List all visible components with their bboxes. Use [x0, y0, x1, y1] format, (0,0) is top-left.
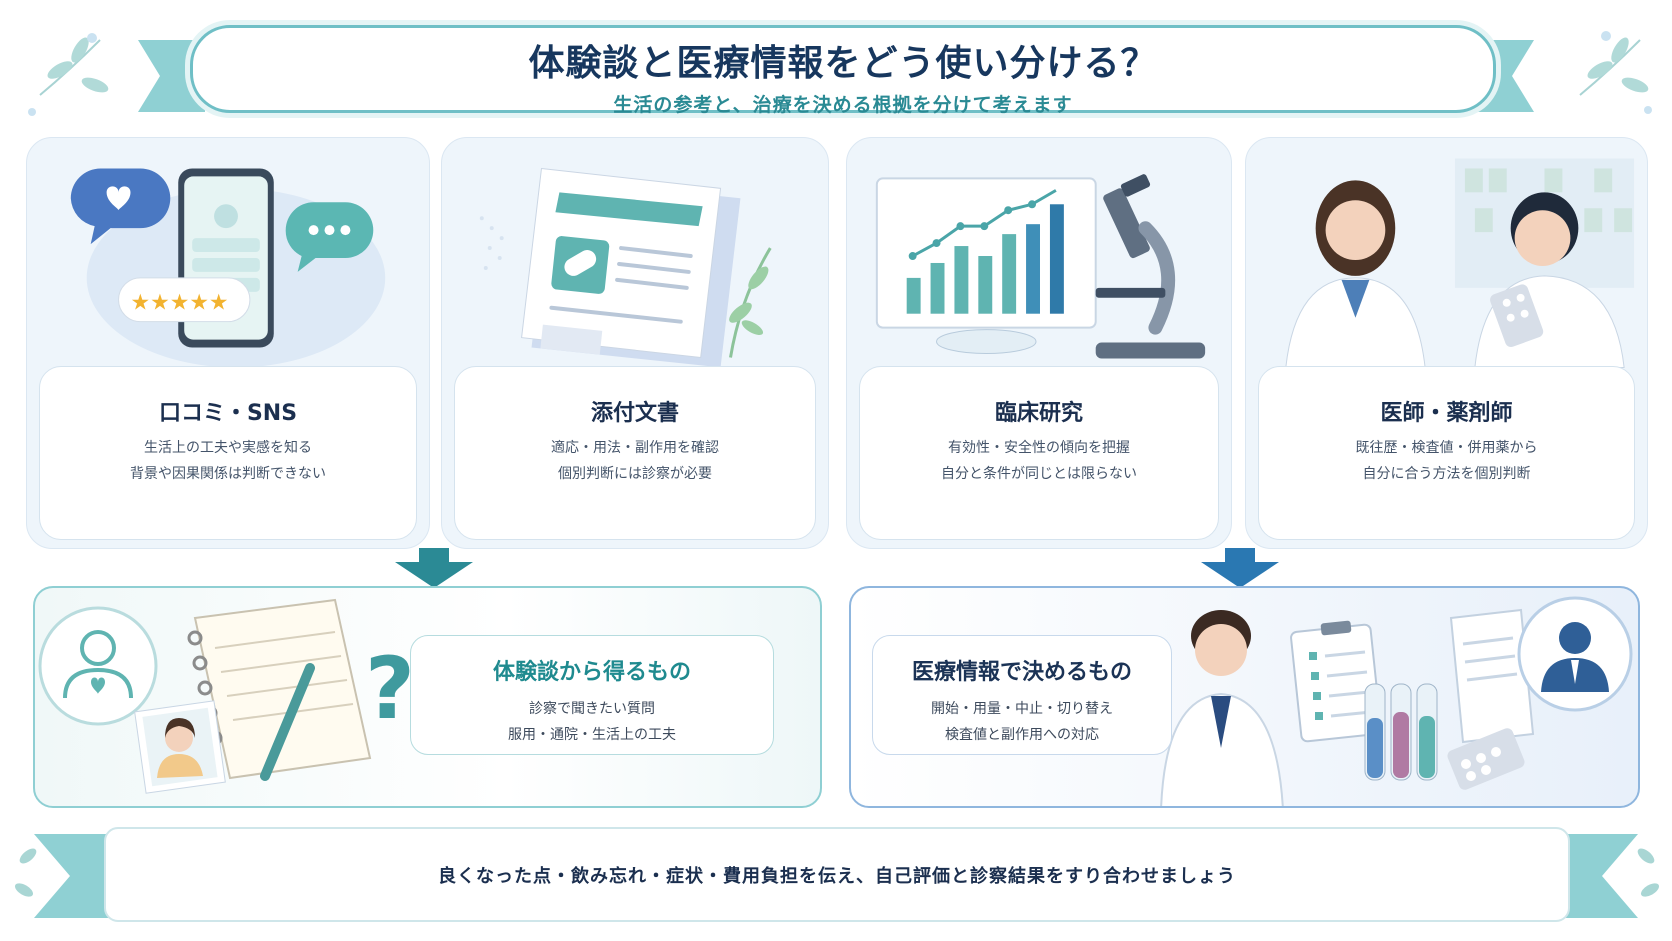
source-card-line: 自分と条件が同じとは限らない — [941, 466, 1137, 482]
source-card-line: 既往歴・検査値・併用薬から — [1355, 440, 1538, 456]
source-card-line: 生活上の工夫や実感を知る — [144, 440, 312, 456]
document-icon — [479, 167, 772, 368]
source-card-sns-body: 口コミ・SNS 生活上の工夫や実感を知る 背景や因果関係は判断できない — [39, 366, 417, 540]
leaf-decoration-right-icon — [1579, 31, 1652, 114]
medical-title: 医療情報で決めるもの — [911, 660, 1132, 685]
source-card-title: 口コミ・SNS — [158, 401, 298, 426]
svg-text:★★★★★: ★★★★★ — [130, 291, 228, 316]
doctor-tests-icon — [1160, 596, 1633, 806]
source-card-line: 自分に合う方法を個別判断 — [1362, 466, 1531, 482]
chart-microscope-icon — [875, 174, 1206, 359]
experience-line: 服用・通院・生活上の工夫 — [508, 727, 676, 743]
footer-leaf-right-icon — [1637, 848, 1660, 897]
doctor-pharmacist-icon — [1285, 158, 1635, 368]
panel-experience: ? 体験談から得るもの 診察で聞きたい質問 服用・通院・生活上の工夫 — [33, 586, 822, 808]
footer-message: 良くなった点・飲み忘れ・症状・費用負担を伝え、自己評価と診察結果をすり合わせまし… — [438, 866, 1236, 887]
svg-text:?: ? — [365, 639, 415, 739]
experience-line: 診察で聞きたい質問 — [529, 701, 655, 717]
footer-banner: 良くなった点・飲み忘れ・症状・費用負担を伝え、自己評価と診察結果をすり合わせまし… — [104, 827, 1570, 922]
source-card-line: 適応・用法・副作用を確認 — [551, 440, 719, 456]
experience-title: 体験談から得るもの — [492, 660, 691, 685]
source-card-clinical-research-body: 臨床研究 有効性・安全性の傾向を把握 自分と条件が同じとは限らない — [859, 366, 1219, 540]
source-card-line: 個別判断には診察が必要 — [558, 466, 712, 482]
source-card-sns: ★★★★★ 口コミ・SNS 生活上の工夫や実感を知る 背景や因果関係は判断できな… — [26, 137, 430, 549]
arrow-down-right-icon — [1201, 548, 1279, 588]
source-card-doctor-pharmacist: 医師・薬剤師 既往歴・検査値・併用薬から 自分に合う方法を個別判断 — [1245, 137, 1648, 549]
source-card-title: 添付文書 — [590, 401, 679, 426]
source-card-package-insert: 添付文書 適応・用法・副作用を確認 個別判断には診察が必要 — [441, 137, 829, 549]
footer-leaf-left-icon — [14, 848, 37, 897]
source-card-line: 背景や因果関係は判断できない — [130, 466, 326, 482]
source-card-title: 医師・薬剤師 — [1380, 401, 1513, 426]
patient-notebook-icon: ? — [38, 598, 415, 794]
page-subtitle: 生活の参考と、治療を決める根拠を分けて考えます — [613, 94, 1073, 116]
source-card-package-insert-body: 添付文書 適応・用法・副作用を確認 個別判断には診察が必要 — [454, 366, 816, 540]
experience-box: 体験談から得るもの 診察で聞きたい質問 服用・通院・生活上の工夫 — [410, 635, 774, 755]
arrow-down-left-icon — [395, 548, 473, 588]
source-card-title: 臨床研究 — [994, 401, 1083, 426]
page-title: 体験談と医療情報をどう使い分ける？ — [528, 43, 1158, 84]
medical-box: 医療情報で決めるもの 開始・用量・中止・切り替え 検査値と副作用への対応 — [872, 635, 1172, 755]
medical-line: 検査値と副作用への対応 — [945, 727, 1099, 743]
source-card-clinical-research: 臨床研究 有効性・安全性の傾向を把握 自分と条件が同じとは限らない — [846, 137, 1232, 549]
smartphone-review-icon: ★★★★★ — [70, 168, 386, 368]
panel-medical: 医療情報で決めるもの 開始・用量・中止・切り替え 検査値と副作用への対応 — [849, 586, 1640, 808]
leaf-decoration-left-icon — [28, 33, 109, 116]
header-banner: 体験談と医療情報をどう使い分ける？ 生活の参考と、治療を決める根拠を分けて考えま… — [190, 25, 1496, 116]
source-card-doctor-pharmacist-body: 医師・薬剤師 既往歴・検査値・併用薬から 自分に合う方法を個別判断 — [1258, 366, 1635, 540]
source-card-line: 有効性・安全性の傾向を把握 — [948, 440, 1130, 456]
medical-line: 開始・用量・中止・切り替え — [931, 701, 1113, 717]
